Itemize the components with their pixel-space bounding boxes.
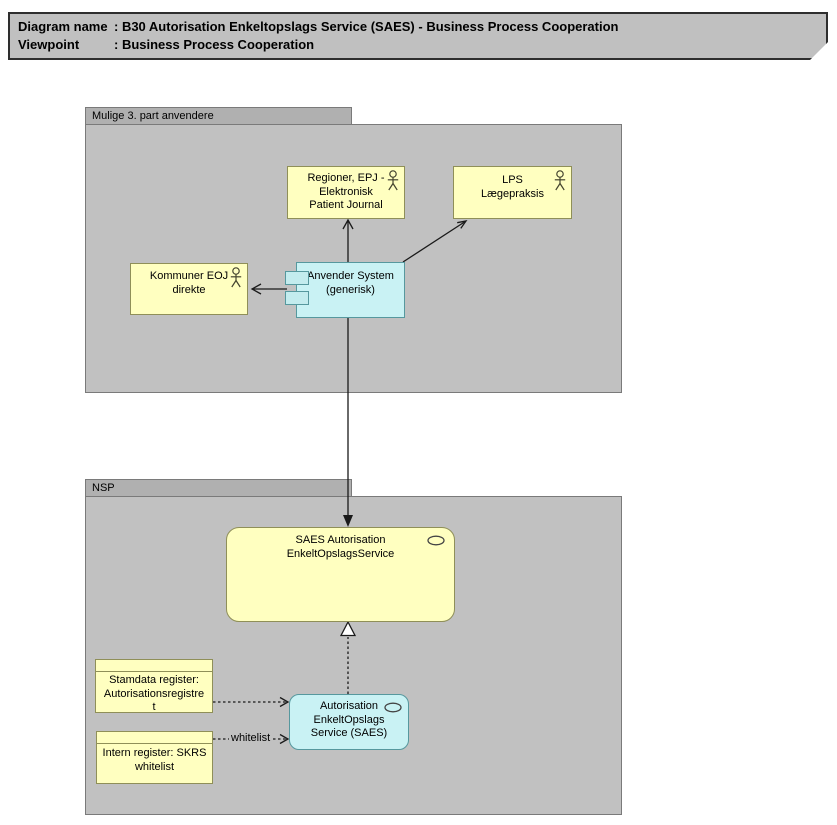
node-label-line: Kommuner EOJ (149, 270, 229, 282)
node-label-line: LPS (502, 174, 523, 186)
node-kommuner-eoj[interactable]: Kommuner EOJ direkte (130, 263, 248, 315)
title-label: Diagram name (18, 19, 108, 34)
component-icon (285, 271, 309, 285)
node-label-line: Elektronisk (319, 185, 373, 198)
node-label-line: Service (SAES) (310, 727, 388, 739)
diagram-title-note: Diagram name : B30 Autorisation Enkeltop… (8, 12, 828, 60)
title-row-diagram-name: Diagram name : B30 Autorisation Enkeltop… (18, 18, 818, 36)
group-body-mulige-3-part-anvendere[interactable] (85, 124, 622, 393)
group-tab-mulige-3-part-anvendere[interactable]: Mulige 3. part anvendere (85, 107, 352, 125)
object-header-band (97, 732, 212, 744)
node-label-line: EnkeltOpslagsService (286, 547, 395, 560)
component-icon (285, 291, 309, 305)
node-label-line: SAES Autorisation (295, 534, 386, 546)
node-saes-autorisation-service[interactable]: SAES Autorisation EnkeltOpslagsService (226, 527, 455, 622)
node-stamdata-register[interactable]: Stamdata register: Autorisationsregistre… (95, 659, 213, 713)
title-label: Viewpoint (18, 37, 80, 52)
node-label-line: EnkeltOpslags (313, 713, 385, 726)
node-label-line: Autorisation (319, 700, 379, 712)
node-label-line: whitelist (134, 760, 175, 773)
service-oval-icon (384, 702, 402, 713)
node-autorisation-enkeltopslags-service[interactable]: Autorisation EnkeltOpslags Service (SAES… (289, 694, 409, 750)
node-anvender-system[interactable]: Anvender System (generisk) (285, 262, 405, 318)
edge-label-whitelist: whitelist (229, 732, 273, 745)
node-label-line: Lægepraksis (481, 187, 544, 200)
title-value: : B30 Autorisation Enkeltopslags Service… (114, 19, 619, 34)
object-header-band (96, 660, 212, 672)
business-actor-icon (387, 170, 399, 191)
group-tab-nsp[interactable]: NSP (85, 479, 352, 497)
node-label-line: Regioner, EPJ - (307, 172, 385, 184)
node-label-line: t (152, 701, 156, 713)
title-row-viewpoint: Viewpoint : Business Process Cooperation (18, 36, 818, 54)
node-regioner-epj[interactable]: Regioner, EPJ - Elektronisk Patient Jour… (287, 166, 405, 219)
service-oval-icon (427, 535, 445, 546)
business-actor-icon (230, 267, 242, 288)
node-lps-laegepraksis[interactable]: LPS Lægepraksis (453, 166, 572, 219)
node-label-line: Autorisationsregistre (103, 687, 205, 700)
node-label-line: Patient Journal (309, 199, 383, 211)
node-label-line: Intern register: SKRS (102, 747, 207, 759)
node-intern-register-skrs[interactable]: Intern register: SKRS whitelist (96, 731, 213, 784)
node-label-line: Anvender System (307, 270, 394, 282)
node-label-line: Stamdata register: (109, 674, 199, 686)
node-label-line: direkte (172, 283, 206, 296)
node-label-line: (generisk) (326, 283, 375, 296)
title-value: : Business Process Cooperation (114, 37, 315, 52)
business-actor-icon (554, 170, 566, 191)
